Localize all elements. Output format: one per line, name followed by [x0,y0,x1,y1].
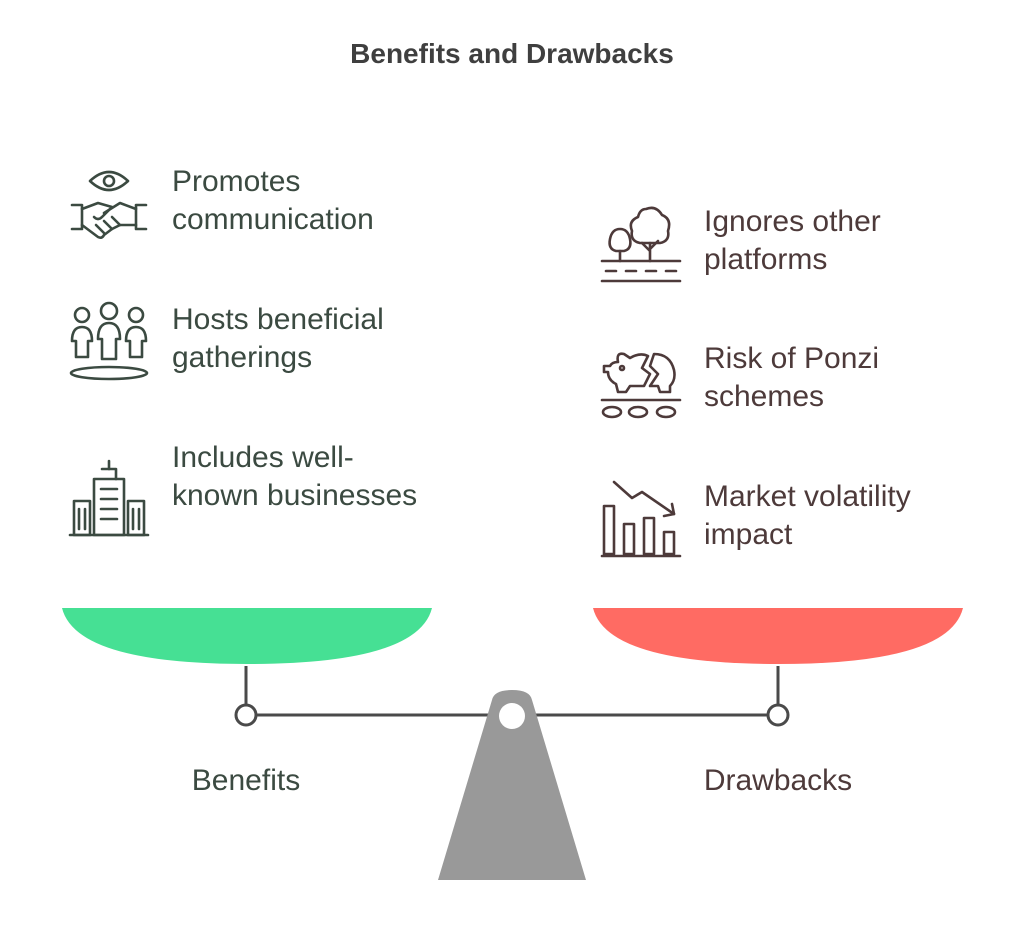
drawback-label-ponzi: Risk of Ponzi schemes [704,342,880,413]
fulcrum [438,690,586,880]
benefits-label: Benefits [191,764,301,797]
benefit-item-communication: Promotes communication [68,163,422,245]
city-buildings-icon [68,459,150,537]
drawback-item-platforms: Ignores other platforms [600,203,964,285]
drawbacks-pivot [766,703,790,727]
drawback-item-ponzi: Risk of Ponzi schemes [600,340,964,422]
benefits-pan [62,608,432,664]
benefits-pivot [234,703,258,727]
drawback-item-volatility: Market volatility impact [600,478,964,560]
eye-handshake-icon [70,170,148,239]
drawbacks-label: Drawbacks [703,764,853,797]
benefit-item-gatherings: Hosts beneficial gatherings [68,301,422,383]
people-group-icon [69,301,149,381]
drawbacks-pan [593,608,963,664]
benefit-label-businesses: Includes well-known businesses [172,441,418,512]
fulcrum-pivot [499,703,525,729]
declining-chart-icon [600,480,682,558]
benefit-label-gatherings: Hosts beneficial gatherings [172,303,384,374]
broken-piggy-bank-icon [600,352,682,419]
trees-landscape-icon [600,206,682,283]
drawback-label-platforms: Ignores other platforms [704,205,881,276]
page-title: Benefits and Drawbacks [350,38,674,69]
benefit-item-businesses: Includes well-known businesses [68,439,422,539]
drawback-label-volatility: Market volatility impact [704,480,911,551]
benefit-label-communication: Promotes communication [172,165,374,236]
